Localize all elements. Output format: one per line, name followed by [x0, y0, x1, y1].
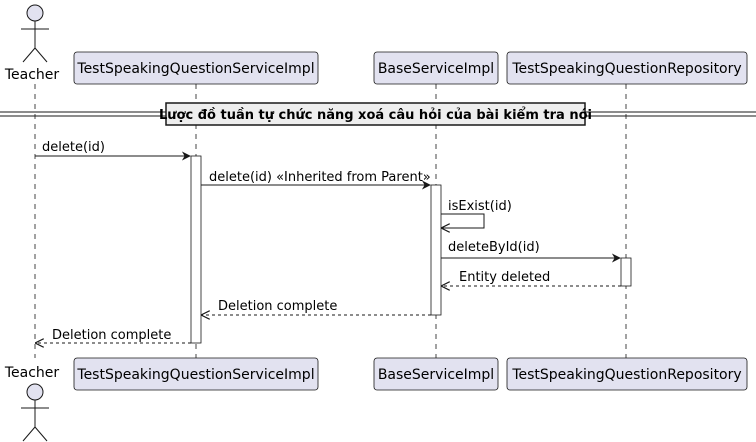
participant-repo-name: TestSpeakingQuestionRepository: [511, 61, 741, 77]
actor-figure-bottom: [21, 383, 49, 442]
participant-svc-top: TestSpeakingQuestionServiceImpl: [73, 51, 319, 85]
message-2: delete(id) «Inherited from Parent»: [201, 170, 431, 190]
participant-repo-name-bottom: TestSpeakingQuestionRepository: [511, 367, 741, 383]
participant-base-bottom: BaseServiceImpl: [373, 357, 499, 391]
divider-label: Lược đồ tuần tự chức năng xoá câu hỏi củ…: [159, 107, 592, 123]
message-4-label: deleteById(id): [448, 240, 540, 255]
message-3-self: isExist(id): [441, 199, 512, 228]
message-6-return: Deletion complete: [202, 299, 431, 315]
message-2-label: delete(id) «Inherited from Parent»: [209, 170, 431, 185]
participant-base-name: BaseServiceImpl: [378, 61, 494, 77]
message-5-label: Entity deleted: [459, 270, 550, 285]
participant-svc-name-bottom: TestSpeakingQuestionServiceImpl: [76, 367, 314, 383]
participant-svc-bottom: TestSpeakingQuestionServiceImpl: [73, 357, 319, 391]
repo-activation-bar: [620, 257, 632, 287]
actor-name-top: Teacher: [4, 67, 60, 83]
message-6-label: Deletion complete: [218, 299, 337, 314]
base-activation-bar: [430, 184, 442, 316]
message-1-label: delete(id): [42, 140, 105, 155]
message-7-return: Deletion complete: [36, 328, 191, 343]
participant-svc-name: TestSpeakingQuestionServiceImpl: [76, 61, 314, 77]
participant-repo-top: TestSpeakingQuestionRepository: [506, 51, 748, 85]
participant-base-name-bottom: BaseServiceImpl: [378, 367, 494, 383]
participant-repo-bottom: TestSpeakingQuestionRepository: [506, 357, 748, 391]
message-5-return: Entity deleted: [442, 270, 621, 286]
participant-base-top: BaseServiceImpl: [373, 51, 499, 85]
actor-figure-top: [21, 4, 49, 63]
actor-name-bottom: Teacher: [4, 365, 60, 381]
message-4: deleteById(id): [441, 240, 621, 263]
svc-activation-bar: [190, 155, 202, 344]
message-1: delete(id): [35, 140, 191, 161]
message-7-label: Deletion complete: [52, 328, 171, 343]
section-divider: Lược đồ tuần tự chức năng xoá câu hỏi củ…: [0, 102, 756, 126]
message-3-label: isExist(id): [448, 199, 512, 214]
